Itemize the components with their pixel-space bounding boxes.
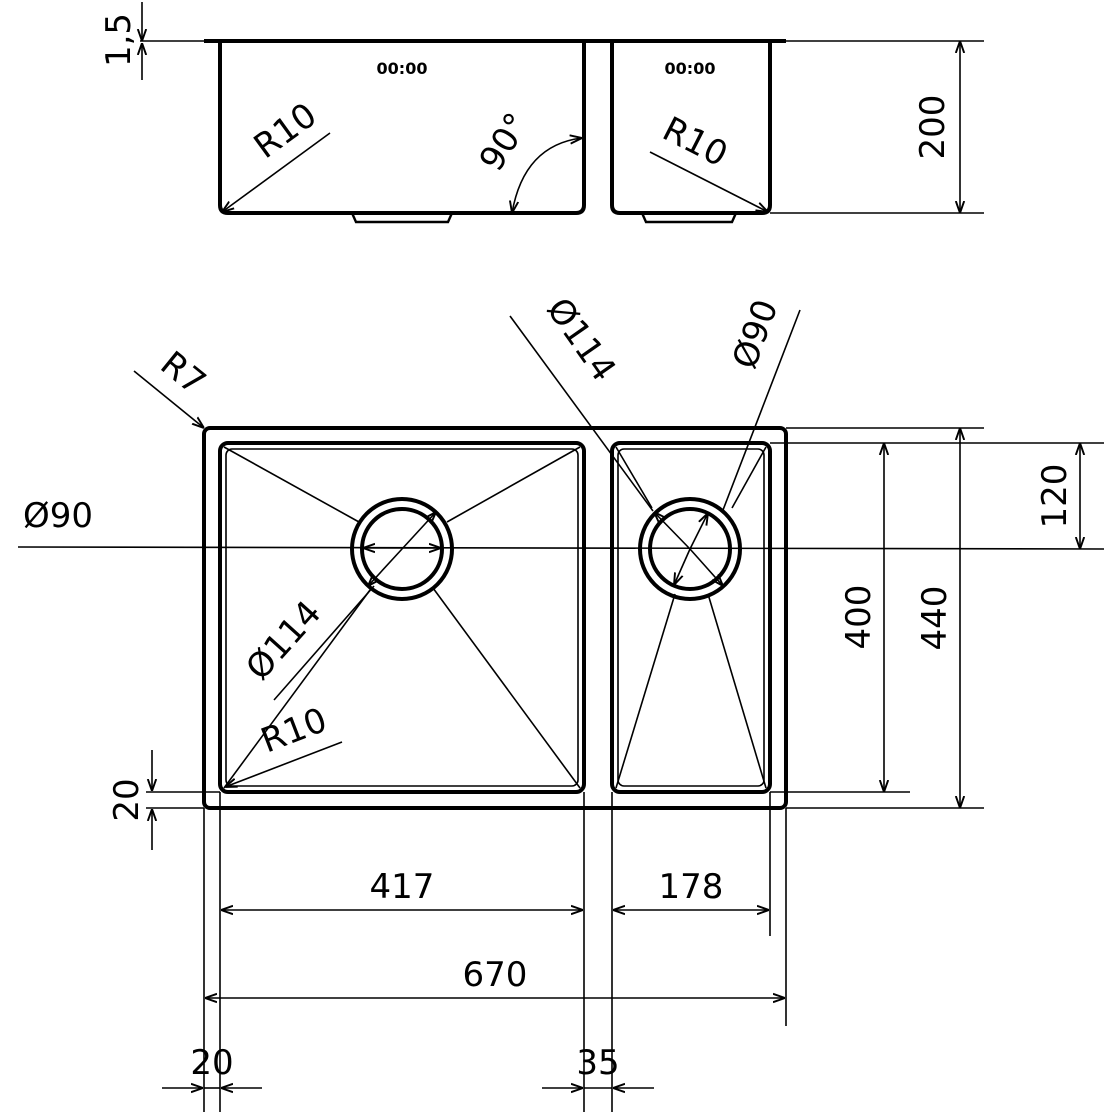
- inner-radius-label: R10: [256, 700, 333, 761]
- small-bowl-width-label: 178: [659, 867, 724, 907]
- large-outlet-ring: [350, 497, 454, 601]
- outer-rim: [202, 426, 788, 810]
- left-margin-label: 20: [190, 1043, 233, 1083]
- large-outlet-diameter-label: Ø90: [23, 496, 93, 536]
- total-depth-label: 440: [915, 586, 955, 651]
- bottom-margin-label: 20: [107, 778, 147, 821]
- large-ring-diameter-label: Ø114: [238, 593, 329, 688]
- total-width-label: 670: [463, 955, 528, 995]
- large-bowl-width-label: 417: [370, 867, 435, 907]
- small-outlet-diameter-label: Ø90: [725, 294, 787, 373]
- drain-offset-label: 120: [1035, 464, 1075, 529]
- large-bowl-drain-bump: [350, 212, 454, 224]
- small-ring-diameter-label: Ø114: [538, 291, 623, 389]
- depth-200-label: 200: [913, 95, 953, 160]
- marker-left: 00:00: [377, 59, 428, 78]
- large-bowl-slope-lines: [223, 446, 581, 789]
- section-view: 00:00 00:00 1,5 200 R10 R10 90°: [99, 2, 984, 224]
- marker-right: 00:00: [665, 59, 716, 78]
- plan-view: Ø90 Ø114 R7 R10 Ø114 Ø90 120: [17, 291, 1105, 1112]
- radius-right-label: R10: [656, 109, 734, 175]
- large-bowl-outline: [218, 441, 586, 794]
- bowl-depth-label: 400: [839, 585, 879, 650]
- radius-left-label: R10: [247, 95, 325, 167]
- large-outlet: [360, 507, 444, 591]
- small-bowl-outline: [610, 441, 772, 794]
- thickness-label: 1,5: [99, 13, 139, 67]
- angle-label: 90°: [472, 106, 538, 178]
- small-bowl-drain-bump: [640, 212, 738, 224]
- small-bowl-slope-lines: [615, 446, 767, 789]
- divider-width-label: 35: [576, 1043, 619, 1083]
